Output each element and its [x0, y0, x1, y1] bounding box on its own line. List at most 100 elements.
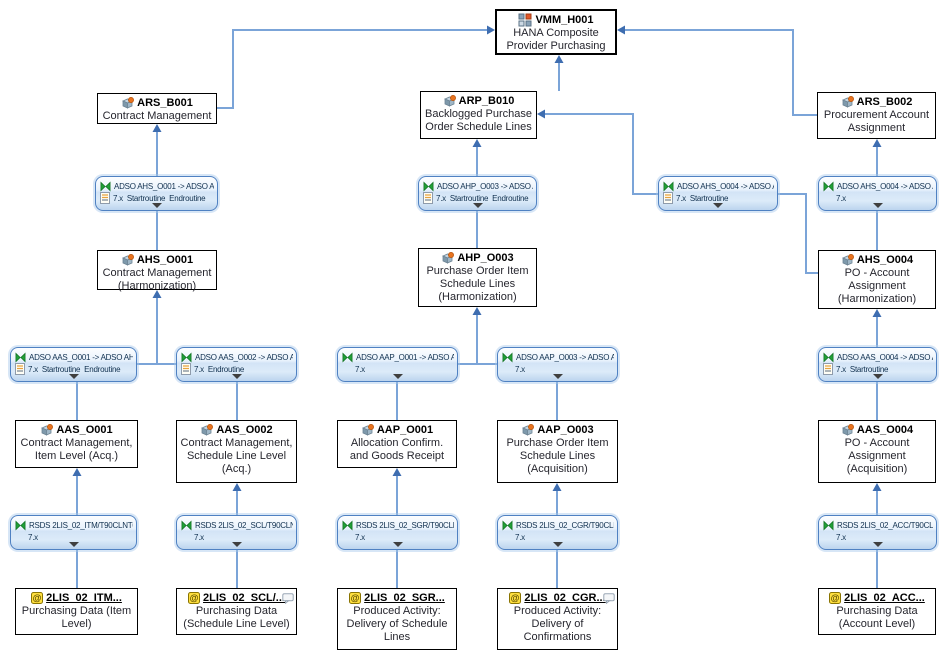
note-icon[interactable] — [603, 591, 615, 609]
transformation-detail: 7.x Startroutine — [676, 193, 729, 203]
expand-triangle-icon[interactable] — [872, 203, 883, 208]
adso-icon — [121, 253, 134, 267]
transformation-name: ADSO AAS_O002 -> ADSO AH... — [195, 352, 293, 362]
node-title-row: AHS_O004 — [819, 253, 935, 267]
node-DS_2LIS_02_ACC[interactable]: @2LIS_02_ACC...Purchasing Data(Account L… — [818, 588, 936, 635]
connector-line — [623, 29, 817, 116]
node-description-line: Contract Management — [102, 110, 212, 122]
node-title: ARS_B001 — [137, 97, 193, 109]
expand-triangle-icon[interactable] — [552, 542, 563, 547]
node-description-line: Backlogged Purchase — [424, 108, 532, 120]
node-description-line: Purchasing Data — [836, 605, 918, 617]
node-description-line: PO - Account — [844, 437, 910, 449]
expand-triangle-icon[interactable] — [231, 374, 242, 379]
expand-triangle-icon[interactable] — [713, 203, 723, 208]
arrow-head-icon — [552, 483, 562, 491]
transformation-ACC-AAS_O004[interactable]: RSDS 2LIS_02_ACC/T90CLNT0...7.x — [818, 515, 937, 550]
adso-icon — [443, 94, 456, 108]
expand-triangle-icon[interactable] — [151, 203, 162, 208]
transformation-SGR-AAP_O001[interactable]: RSDS 2LIS_02_SGR/T90CLNT0... 7.x — [337, 515, 458, 550]
expand-triangle-icon[interactable] — [68, 542, 79, 547]
node-description-line: Schedule Line Level — [186, 450, 287, 462]
node-description-line: PO - Account — [844, 267, 910, 279]
transformation-AHS_O004-ARP_B010[interactable]: ADSO AHS_O004 -> ADSO AR... 7.x Startrout… — [658, 176, 778, 211]
transformation-AAS_O002-AHS_O001[interactable]: ADSO AAS_O002 -> ADSO AH...7.x Endroutin… — [176, 347, 297, 382]
arrow-head-icon — [487, 25, 495, 35]
transformation-detail: 7.x — [515, 364, 525, 374]
transformation-AHP_O003-ARP_B010[interactable]: ADSO AHP_O003 -> ADSO AR...7.x Startrout… — [418, 176, 537, 211]
transformation-AAS_O001-AHS_O001[interactable]: ADSO AAS_O001 -> ADSO AH...7.x Startrout… — [10, 347, 137, 382]
adso-icon — [521, 423, 535, 437]
node-DS_2LIS_02_CGR[interactable]: @2LIS_02_CGR...Produced Activity:Deliver… — [497, 588, 618, 650]
node-title: AAP_O001 — [376, 424, 434, 436]
transformation-AHS_O001-ARS_B001[interactable]: ADSO AHS_O001 -> ADSO AR...7.x Startrout… — [95, 176, 218, 211]
transformation-detail: 7.x — [355, 364, 365, 374]
transformation-CGR-AAP_O003[interactable]: RSDS 2LIS_02_CGR/T90CLNT0...7.x — [497, 515, 618, 550]
routine-icon — [663, 192, 673, 204]
expand-triangle-icon[interactable] — [392, 542, 403, 547]
node-description-line: (Acq.) — [221, 463, 252, 475]
node-description-line: Schedule Lines — [439, 278, 516, 290]
node-description-line: (Account Level) — [838, 618, 916, 630]
node-description-line: (Harmonization) — [438, 291, 517, 303]
transformation-SCL-AAS_O002[interactable]: RSDS 2LIS_02_SCL/T90CLNT0...7.x — [176, 515, 297, 550]
transformation-name: ADSO AAP_O001 -> ADSO AH... — [356, 352, 454, 362]
node-description-line: (Harmonization) — [117, 280, 197, 292]
transformation-AHS_O004-ARS_B002[interactable]: ADSO AHS_O004 -> ADSO AR...7.x — [818, 176, 937, 211]
node-title-row: ARS_B001 — [98, 96, 216, 110]
transformation-name: RSDS 2LIS_02_SGR/T90CLNT0... — [356, 520, 454, 530]
transformation-AAP_O001-AHP_O003[interactable]: ADSO AAP_O001 -> ADSO AH... 7.x — [337, 347, 458, 382]
transformation-ITM-AAS_O001[interactable]: RSDS 2LIS_02_ITM/T90CLNT0...7.x — [10, 515, 137, 550]
expand-triangle-icon[interactable] — [472, 203, 483, 208]
indent-spacer — [181, 537, 191, 538]
node-title-row: VMM_H001 — [497, 13, 615, 27]
transformation-detail: 7.x — [355, 532, 365, 542]
arrow-head-icon — [537, 109, 545, 119]
expand-triangle-icon[interactable] — [231, 542, 242, 547]
expand-triangle-icon[interactable] — [872, 542, 883, 547]
node-DS_2LIS_02_SCL[interactable]: @2LIS_02_SCL/...Purchasing Data(Schedule… — [176, 588, 297, 635]
note-icon[interactable] — [282, 591, 294, 609]
expand-triangle-icon[interactable] — [392, 374, 403, 379]
transformation-icon — [15, 520, 26, 531]
node-description-line: Schedule Lines — [519, 450, 596, 462]
transformation-icon — [423, 181, 434, 192]
transformation-icon — [15, 352, 26, 363]
arrow-head-icon — [392, 468, 402, 476]
arrow-head-icon — [472, 139, 482, 147]
transformation-name: ADSO AHS_O004 -> ADSO AR... — [677, 181, 774, 191]
node-title: AHS_O004 — [856, 254, 914, 266]
datasource-icon: @ — [31, 592, 44, 604]
datasource-icon: @ — [509, 592, 522, 604]
node-DS_2LIS_02_SGR[interactable]: @2LIS_02_SGR...Produced Activity:Deliver… — [337, 588, 457, 650]
node-description-line: Order Schedule Lines — [425, 121, 532, 133]
adso-icon — [121, 96, 135, 110]
transformation-detail: 7.x Startroutine Endroutine — [113, 193, 206, 203]
node-description-line: Confirmations — [523, 631, 592, 643]
expand-triangle-icon[interactable] — [552, 374, 563, 379]
expand-triangle-icon[interactable] — [872, 374, 883, 379]
expand-triangle-icon[interactable] — [68, 374, 79, 379]
transformation-detail: 7.x — [836, 532, 846, 542]
node-title-row: AAS_O002 — [177, 423, 296, 437]
transformation-AAP_O003-AHP_O003[interactable]: ADSO AAP_O003 -> ADSO AH...7.x — [497, 347, 618, 382]
arrow-head-icon — [872, 483, 882, 491]
transformation-AAS_O004-AHS_O004[interactable]: ADSO AAS_O004 -> ADSO AH...7.x Startrout… — [818, 347, 937, 382]
node-title-row: AAP_O003 — [498, 423, 617, 437]
transformation-icon — [342, 352, 353, 363]
adso-icon — [841, 95, 854, 109]
